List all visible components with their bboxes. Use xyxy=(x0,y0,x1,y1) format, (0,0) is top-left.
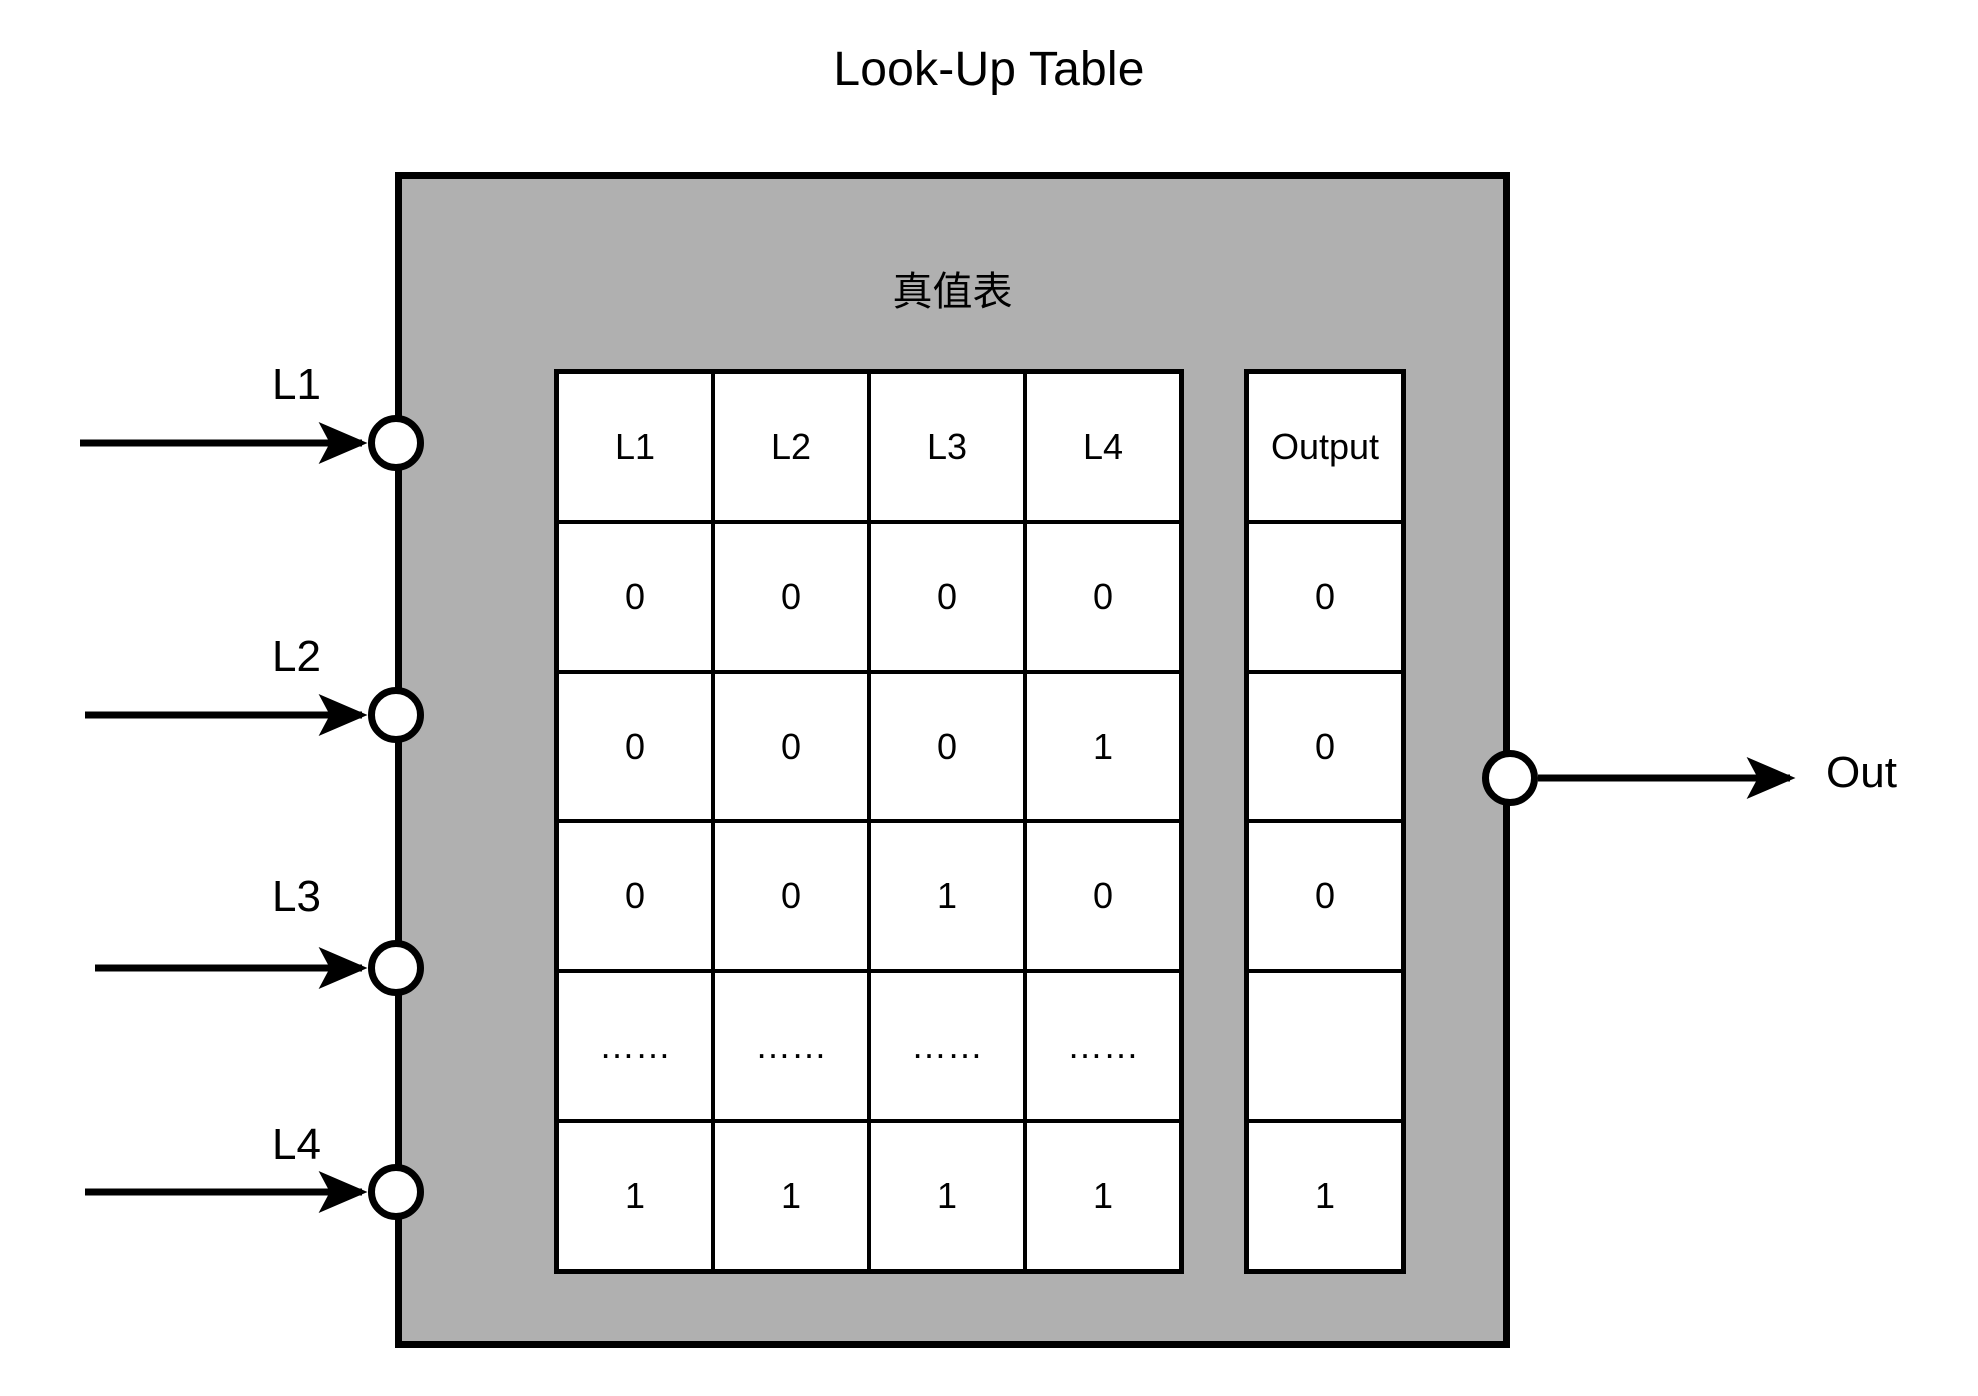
input-label-l2: L2 xyxy=(272,632,321,681)
input-port-l4[interactable] xyxy=(368,1164,424,1220)
table-cell-ellipsis: …… xyxy=(1023,969,1184,1124)
block-subtitle: 真值表 xyxy=(892,270,1013,314)
table-cell-empty xyxy=(1244,969,1406,1124)
table-row: 1 1 1 1 xyxy=(554,1119,1184,1274)
table-header-row: Output xyxy=(1244,369,1406,524)
column-header-l4: L4 xyxy=(1023,369,1184,524)
table-row: 0 0 1 0 xyxy=(554,819,1184,974)
input-port-l1[interactable] xyxy=(368,415,424,471)
output-label-out: Out xyxy=(1826,748,1897,797)
column-header-l2: L2 xyxy=(711,369,871,524)
table-cell: 0 xyxy=(554,669,715,824)
table-cell: 1 xyxy=(867,819,1027,974)
table-row: 0 xyxy=(1244,519,1406,674)
table-row: 0 xyxy=(1244,669,1406,824)
table-row: 1 xyxy=(1244,1119,1406,1274)
table-cell: 0 xyxy=(1023,819,1184,974)
column-header-l1: L1 xyxy=(554,369,715,524)
table-cell-ellipsis: …… xyxy=(711,969,871,1124)
table-cell: 1 xyxy=(867,1119,1027,1274)
table-row: 0 0 0 1 xyxy=(554,669,1184,824)
table-cell-ellipsis: …… xyxy=(867,969,1027,1124)
table-cell: 0 xyxy=(1244,669,1406,824)
input-port-l2[interactable] xyxy=(368,687,424,743)
column-header-output: Output xyxy=(1244,369,1406,524)
input-label-l1: L1 xyxy=(272,360,321,409)
input-port-l3[interactable] xyxy=(368,940,424,996)
table-cell: 0 xyxy=(1023,519,1184,674)
table-header-row: L1 L2 L3 L4 xyxy=(554,369,1184,524)
truth-table-output: Output 0 0 0 1 xyxy=(1244,369,1406,1274)
input-label-l4: L4 xyxy=(272,1120,321,1169)
table-cell-ellipsis: …… xyxy=(554,969,715,1124)
table-cell: 1 xyxy=(711,1119,871,1274)
diagram-title: Look-Up Table xyxy=(833,43,1145,96)
table-cell: 0 xyxy=(1244,819,1406,974)
table-row-ellipsis xyxy=(1244,969,1406,1124)
table-cell: 0 xyxy=(1244,519,1406,674)
truth-table: L1 L2 L3 L4 0 0 0 0 0 0 0 xyxy=(554,369,1406,1274)
table-cell: 0 xyxy=(711,669,871,824)
table-cell: 1 xyxy=(1023,1119,1184,1274)
lut-block: 真值表 L1 L2 L3 L4 0 0 0 0 xyxy=(395,172,1510,1348)
table-cell: 0 xyxy=(867,519,1027,674)
table-cell: 0 xyxy=(554,519,715,674)
input-label-l3: L3 xyxy=(272,872,321,921)
output-port-out[interactable] xyxy=(1482,750,1538,806)
table-row: 0 0 0 0 xyxy=(554,519,1184,674)
table-cell: 1 xyxy=(1023,669,1184,824)
table-cell: 0 xyxy=(554,819,715,974)
table-cell: 1 xyxy=(1244,1119,1406,1274)
column-header-l3: L3 xyxy=(867,369,1027,524)
table-cell: 0 xyxy=(711,519,871,674)
table-cell: 0 xyxy=(867,669,1027,824)
table-row-ellipsis: …… …… …… …… xyxy=(554,969,1184,1124)
table-column-gap xyxy=(1184,369,1244,1274)
table-cell: 0 xyxy=(711,819,871,974)
table-row: 0 xyxy=(1244,819,1406,974)
table-cell: 1 xyxy=(554,1119,715,1274)
truth-table-inputs: L1 L2 L3 L4 0 0 0 0 0 0 0 xyxy=(554,369,1184,1274)
